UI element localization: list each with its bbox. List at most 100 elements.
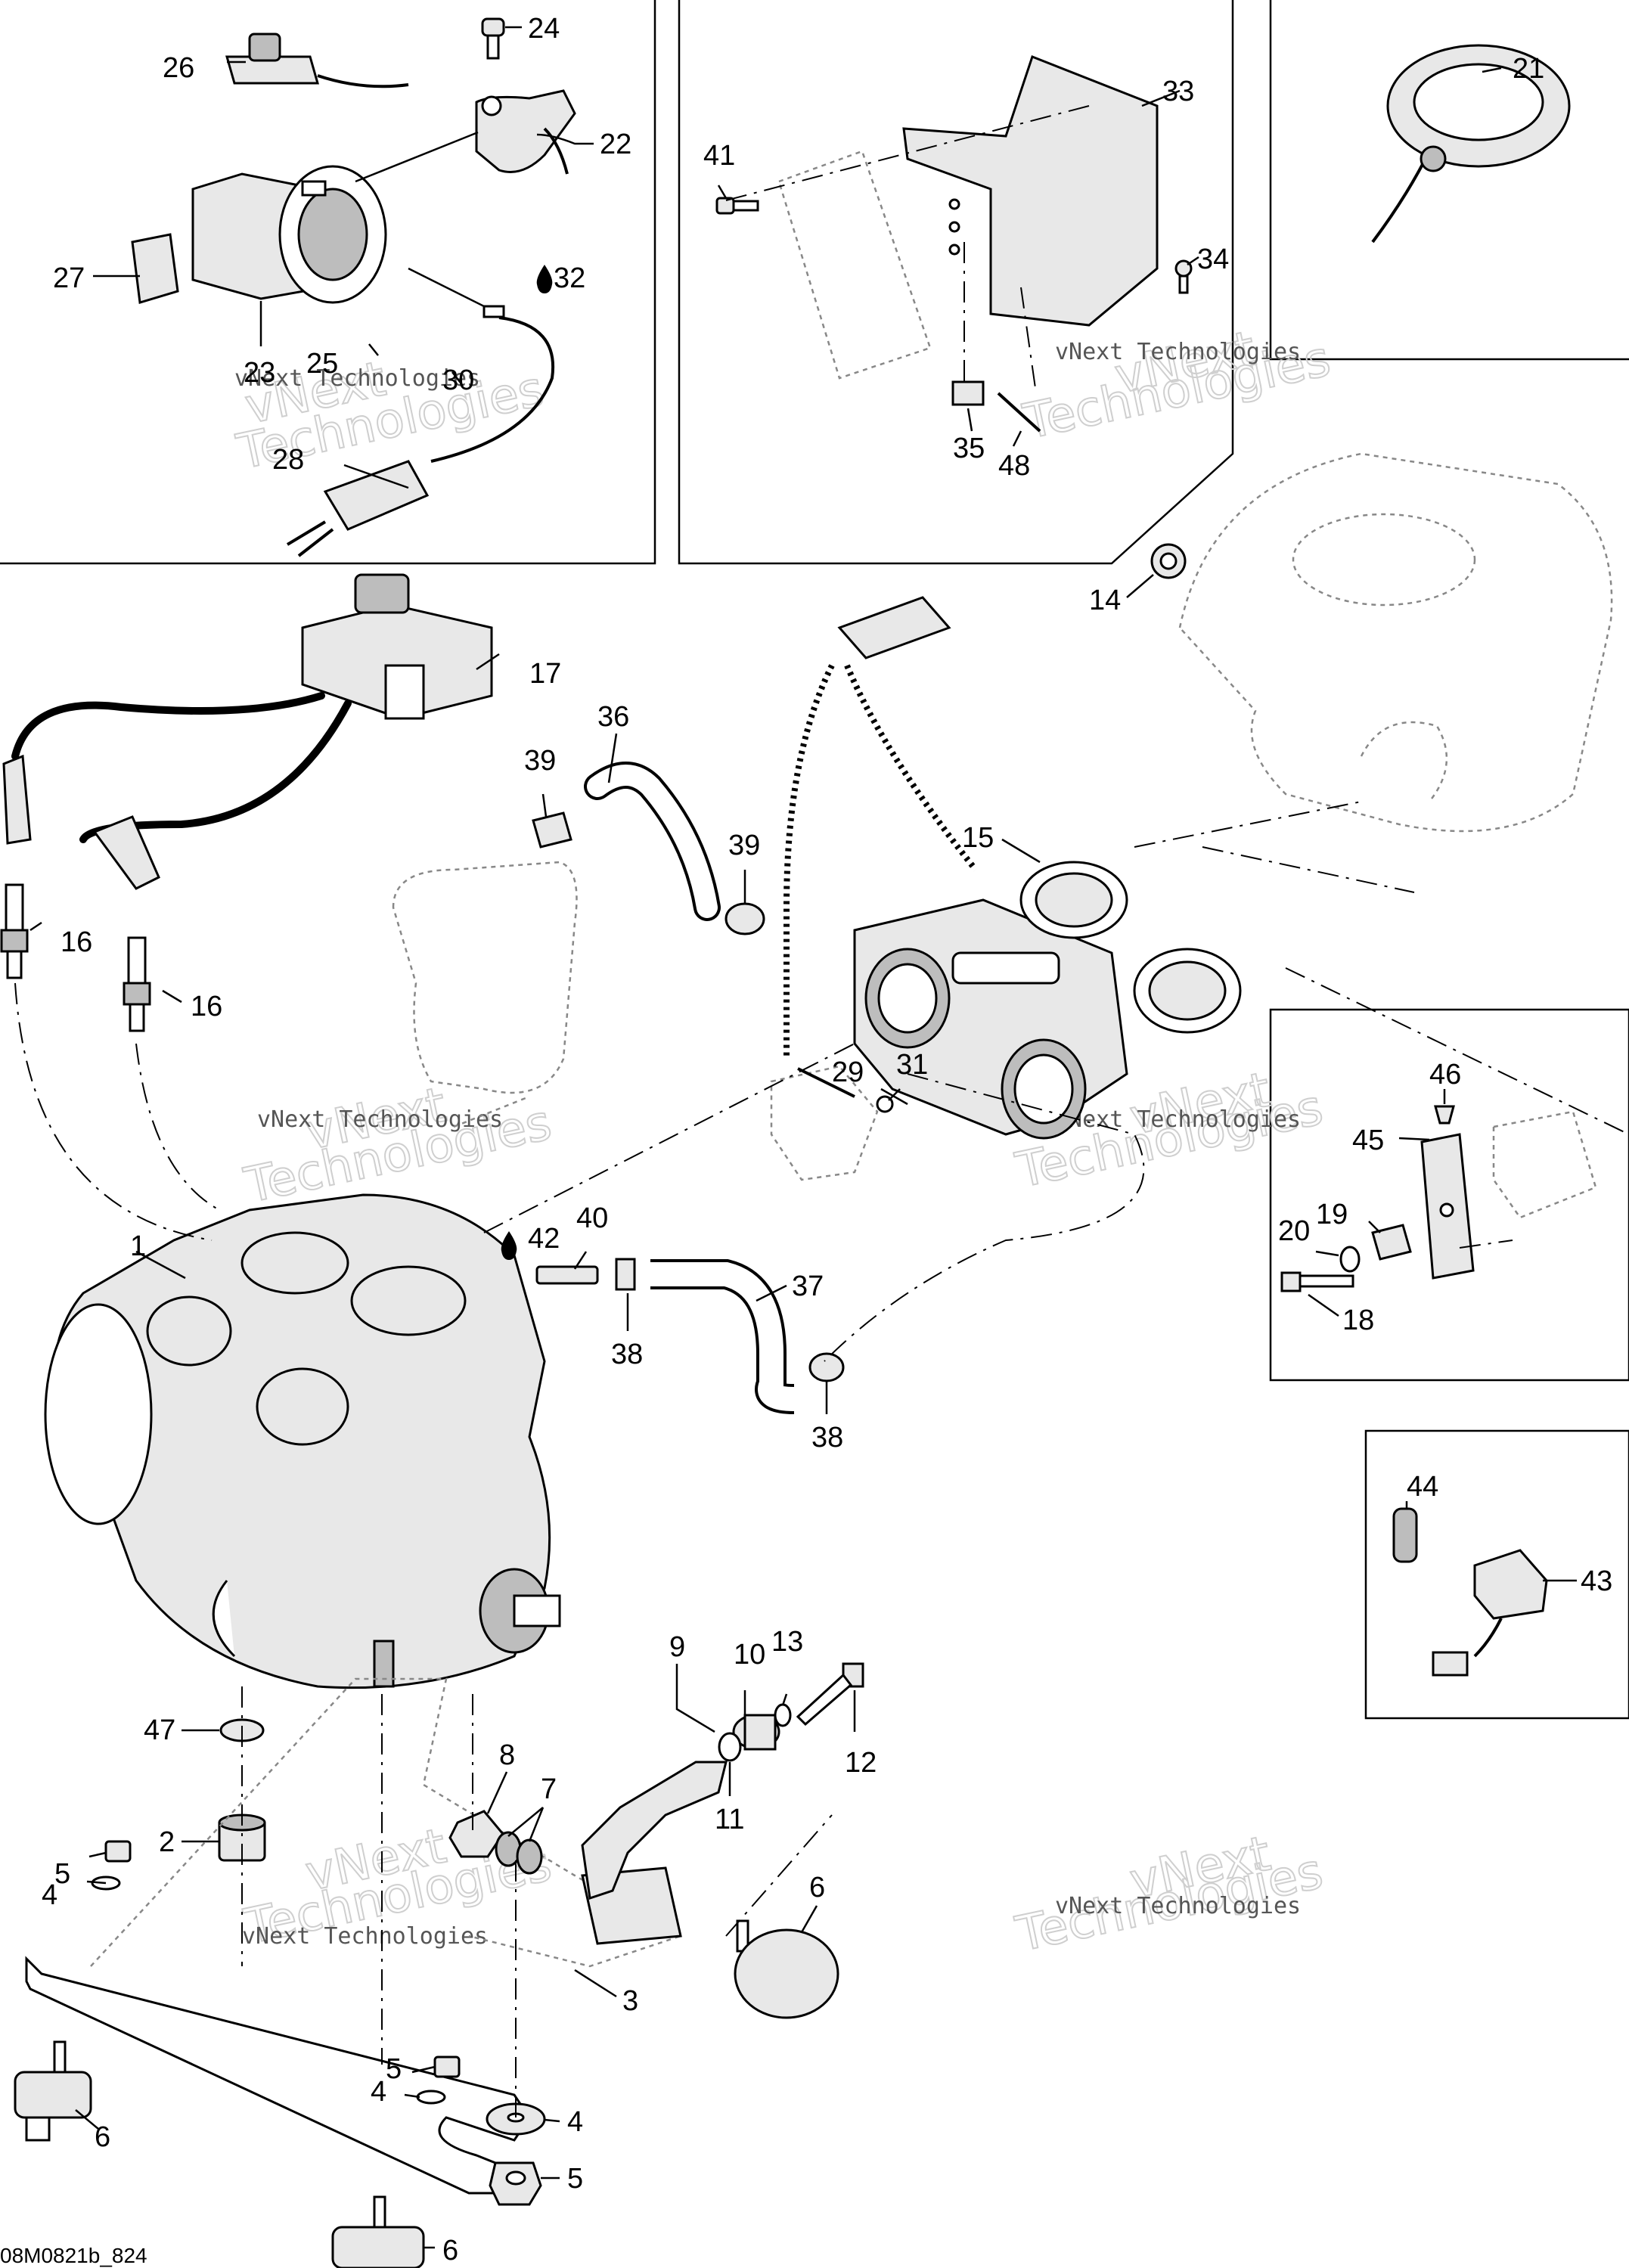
callout-5c: 5 <box>567 2163 583 2195</box>
callout-14: 14 <box>1089 585 1121 616</box>
rubber-isolator-6b <box>14 2040 92 2142</box>
callout-19: 19 <box>1316 1199 1348 1230</box>
callout-26: 26 <box>163 52 194 84</box>
callout-7: 7 <box>541 1773 557 1805</box>
nut-5c <box>489 2161 542 2206</box>
callout-25: 25 <box>306 348 338 380</box>
screw-29 <box>797 1067 855 1098</box>
callout-11: 11 <box>715 1804 744 1835</box>
callout-leaders <box>29 26 1577 2249</box>
oil-tank-ghost <box>392 861 578 1128</box>
nut-5b <box>433 2055 461 2078</box>
grommet-14 <box>1150 543 1187 579</box>
callout-18: 18 <box>1342 1305 1374 1336</box>
plug-46 <box>1434 1105 1455 1125</box>
spark-plug-16-right <box>123 936 151 1032</box>
tie-48 <box>997 392 1041 433</box>
spark-plug-cap-left <box>2 754 32 845</box>
callout-40: 40 <box>576 1202 608 1234</box>
callout-46: 46 <box>1429 1059 1461 1091</box>
callout-34: 34 <box>1197 244 1229 275</box>
callout-42: 42 <box>528 1223 560 1255</box>
rubber-boot-15b <box>1133 948 1242 1034</box>
heat-shield-33 <box>777 55 1159 380</box>
clamp-39a <box>532 811 572 849</box>
callout-12: 12 <box>845 1747 877 1779</box>
screw-34 <box>1174 259 1193 294</box>
drawing-code: 08M0821b_824 <box>0 2244 147 2267</box>
watermark-caption: vNext Technologies <box>1055 1893 1301 1919</box>
watermark-caption: vNext Technologies <box>1055 1106 1301 1133</box>
assembly-lines <box>14 105 1629 2118</box>
watermark-caption: vNext Technologies <box>257 1106 503 1133</box>
air-box <box>1178 452 1613 833</box>
clamp-38a <box>615 1258 636 1291</box>
oil-drop-icon <box>536 265 553 293</box>
callout-31: 31 <box>896 1049 928 1081</box>
callout-38b: 38 <box>811 1422 843 1454</box>
washers-7 <box>495 1831 543 1875</box>
callout-28: 28 <box>272 444 304 476</box>
parts-drawings <box>0 17 1629 2268</box>
callout-38a: 38 <box>611 1339 643 1370</box>
bolt-12 <box>796 1662 864 1727</box>
callout-30: 30 <box>442 365 474 396</box>
inset-frame-sensor <box>1364 1429 1629 1720</box>
callout-24: 24 <box>528 13 560 45</box>
callout-8: 8 <box>499 1739 515 1771</box>
screw-41 <box>715 197 759 215</box>
oil-drop-icon <box>501 1231 517 1260</box>
wire-harness-28 <box>286 305 555 557</box>
callout-labels: 26 24 22 27 32 23 25 30 28 41 33 34 35 4… <box>42 13 1612 2266</box>
callout-10: 10 <box>734 1639 765 1671</box>
sensor-43 <box>1432 1549 1548 1677</box>
callout-16b: 16 <box>191 991 222 1022</box>
nut-5a <box>104 1840 132 1863</box>
watermark-caption: vNext Technologies <box>1055 339 1301 365</box>
lubricant-icons <box>501 265 553 1260</box>
callout-16a: 16 <box>61 926 92 958</box>
clip-35 <box>951 380 985 406</box>
throttle-sensor-ghost <box>770 1065 879 1181</box>
callout-4a: 4 <box>42 1879 57 1911</box>
inset-frame-bolt-set <box>1269 1008 1629 1382</box>
rubber-boot-15a <box>1019 861 1128 939</box>
callout-29: 29 <box>832 1056 864 1088</box>
spark-plug-cap-right <box>92 815 160 890</box>
callout-43: 43 <box>1581 1565 1612 1597</box>
switch-connector-26 <box>225 33 409 88</box>
callout-33: 33 <box>1162 76 1194 107</box>
handle-21 <box>1371 44 1571 244</box>
callout-45: 45 <box>1352 1125 1384 1156</box>
callout-39a: 39 <box>524 745 556 777</box>
switch-housing-23 <box>191 165 387 304</box>
hose-37 <box>650 1259 795 1414</box>
washer-11 <box>718 1732 742 1762</box>
bolt-18 <box>1280 1271 1354 1292</box>
callout-32: 32 <box>554 262 585 294</box>
inset-frame-bracket <box>678 0 1234 565</box>
inset-frame-handle <box>1269 0 1629 361</box>
clamp-39b <box>725 902 765 935</box>
switch-lever-22 <box>475 89 576 175</box>
watermark-caption: vNext Technologies <box>242 1923 488 1950</box>
callout-3: 3 <box>622 1985 638 2017</box>
callout-23: 23 <box>244 357 275 389</box>
washer-20 <box>1339 1246 1361 1273</box>
cover-27 <box>131 233 179 304</box>
washer-13 <box>774 1703 792 1727</box>
wire-loom-dotted <box>783 596 979 1059</box>
callout-37: 37 <box>792 1271 824 1302</box>
spacer-19 <box>1371 1224 1412 1261</box>
callout-21: 21 <box>1513 53 1544 85</box>
screw-24 <box>481 17 505 60</box>
callout-47: 47 <box>144 1714 175 1746</box>
regulator-ghost <box>1492 1110 1597 1219</box>
callout-48: 48 <box>998 450 1030 482</box>
spark-plug-16-left <box>0 883 29 979</box>
callout-36: 36 <box>597 701 629 733</box>
engine-1 <box>44 1193 561 1689</box>
callout-44: 44 <box>1407 1471 1438 1503</box>
hose-36 <box>584 762 721 921</box>
